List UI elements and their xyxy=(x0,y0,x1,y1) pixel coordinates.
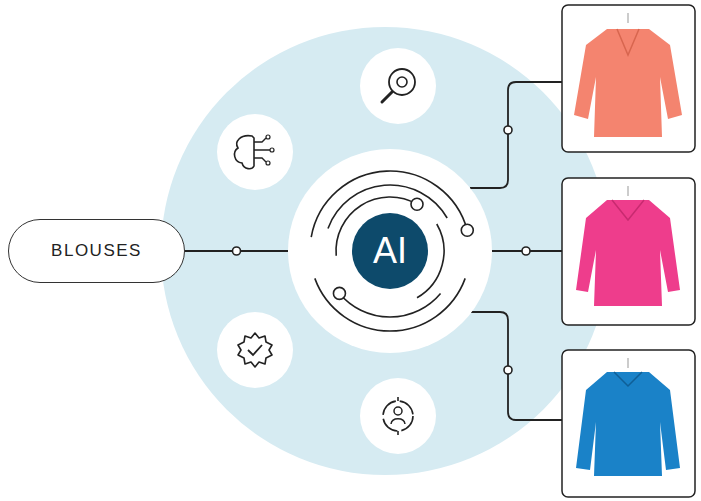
category-label: BLOUSES xyxy=(51,241,142,261)
search-gear-icon xyxy=(360,48,436,124)
gear-check-icon xyxy=(217,312,293,388)
product-image xyxy=(562,178,695,325)
brain-icon xyxy=(217,114,293,190)
hub-label: AI xyxy=(373,230,407,272)
product-image xyxy=(562,350,695,497)
background-circle xyxy=(161,27,609,475)
product-image xyxy=(562,5,695,152)
ai-hub-circle: AI xyxy=(288,149,492,353)
wire-dots xyxy=(504,126,530,374)
connector-dot xyxy=(233,247,241,255)
target-person-icon xyxy=(360,378,436,454)
category-pill: BLOUSES xyxy=(8,219,185,283)
